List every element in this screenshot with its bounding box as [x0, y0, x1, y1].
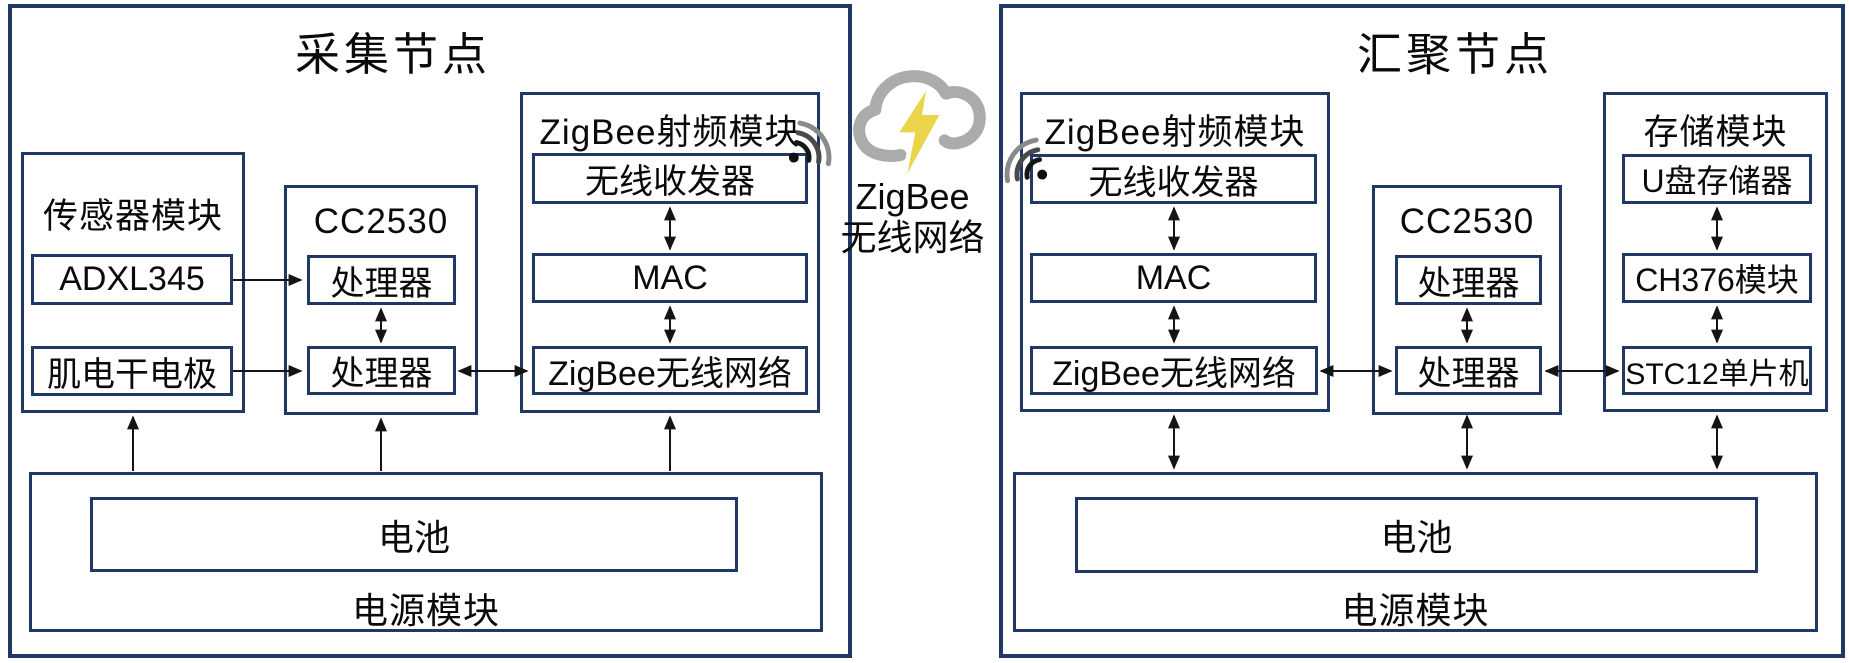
- power-module-right-title: 电源模块: [1341, 590, 1490, 631]
- mac-box: MAC: [1030, 253, 1317, 303]
- battery-box: 电池: [90, 497, 738, 572]
- wireless-transceiver-box: 无线收发器: [1030, 154, 1317, 204]
- zigbee-rf-module-left-title: ZigBee射频模块: [539, 113, 801, 152]
- zigbee-link-label-line1: ZigBee: [855, 176, 970, 217]
- zigbee-link-label: ZigBee 无线网络: [825, 176, 1000, 258]
- wifi-signal-icon: [997, 135, 1055, 198]
- emg-electrode-box: 肌电干电极: [31, 346, 233, 396]
- processor-box: 处理器: [1395, 255, 1542, 305]
- collect-node-title: 采集节点: [294, 29, 491, 80]
- usb-storage-box: U盘存储器: [1622, 154, 1812, 204]
- zigbee-rf-module-right-title: ZigBee射频模块: [1044, 113, 1306, 152]
- adxl345-box: ADXL345: [31, 254, 233, 305]
- zigbee-network-box: ZigBee无线网络: [532, 346, 808, 395]
- zigbee-network-box: ZigBee无线网络: [1030, 346, 1318, 395]
- zigbee-link-label-line2: 无线网络: [840, 217, 985, 258]
- power-module-left-title: 电源模块: [351, 590, 500, 631]
- stc12-mcu-box: STC12单片机: [1622, 346, 1812, 395]
- processor-box: 处理器: [1395, 346, 1542, 395]
- battery-box: 电池: [1075, 497, 1758, 573]
- storage-module-title: 存储模块: [1643, 113, 1788, 152]
- ch376-box: CH376模块: [1622, 253, 1812, 303]
- cc2530-module-left-title: CC2530: [313, 202, 449, 241]
- mac-box: MAC: [532, 253, 808, 303]
- processor-box: 处理器: [307, 346, 456, 395]
- processor-box: 处理器: [307, 255, 456, 305]
- cloud-lightning-icon: [850, 56, 990, 178]
- sink-node-title: 汇聚节点: [1356, 29, 1553, 80]
- wifi-signal-icon: [781, 118, 839, 181]
- wireless-transceiver-box: 无线收发器: [532, 153, 808, 204]
- sensor-module-title: 传感器模块: [42, 197, 223, 236]
- cc2530-module-right-title: CC2530: [1399, 202, 1535, 241]
